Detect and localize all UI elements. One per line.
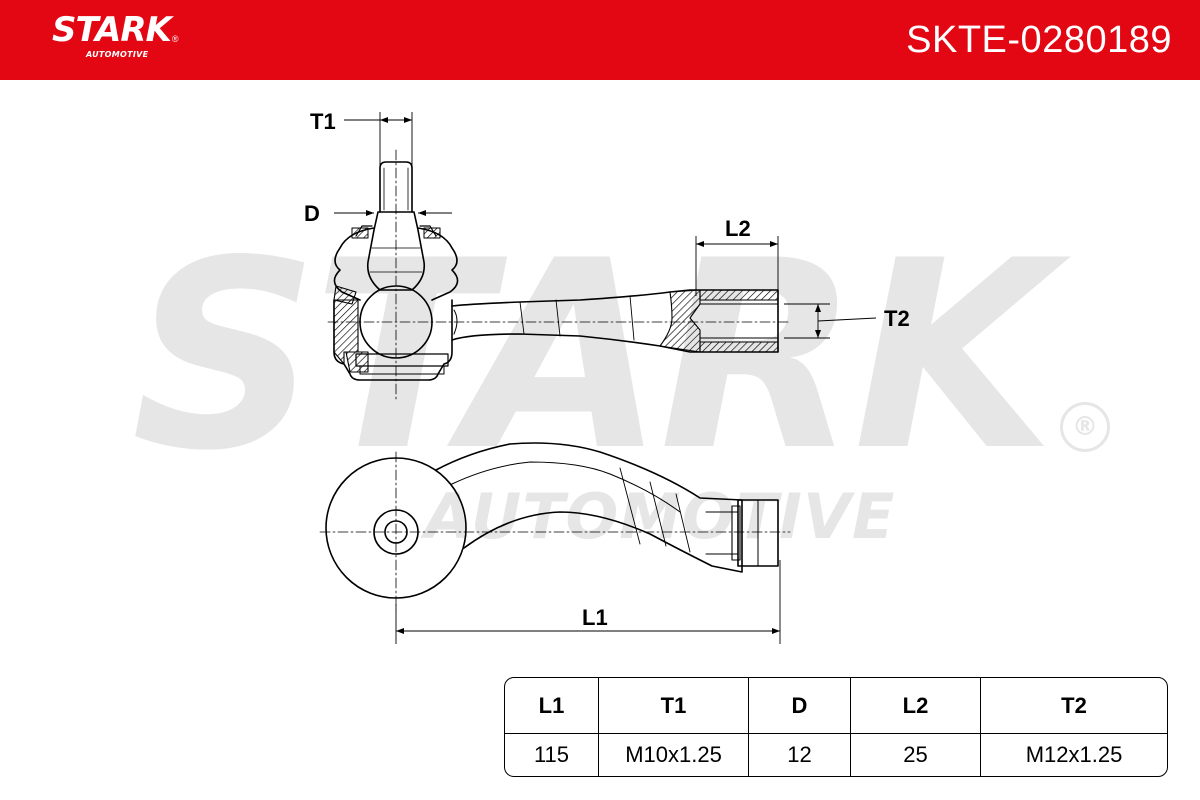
dimension-label-l1: L1: [582, 605, 608, 630]
spec-header-l1: L1: [505, 678, 599, 734]
part-number: SKTE-0280189: [906, 19, 1172, 61]
watermark-registered-mark: ®: [1060, 402, 1110, 452]
watermark: STARK AUTOMOTIVE ®: [110, 206, 1110, 562]
brand-registered-mark: ®: [171, 34, 179, 44]
brand-subtitle: AUTOMOTIVE: [86, 50, 149, 59]
dimension-label-t2: T2: [884, 306, 910, 331]
spec-header-t2: T2: [981, 678, 1167, 734]
spec-header-t1: T1: [599, 678, 749, 734]
dimension-label-d: D: [304, 201, 320, 226]
tie-rod-end-drawing: [319, 112, 877, 644]
header-bar: STARK® AUTOMOTIVE SKTE-0280189: [0, 0, 1200, 80]
spec-value-l2: 25: [851, 734, 981, 776]
spec-table: L1 T1 D L2 T2 115 M10x1.25 12 25 M12x1.2…: [504, 677, 1168, 777]
spec-value-t1: M10x1.25: [599, 734, 749, 776]
side-view: [327, 149, 791, 401]
dimension-label-l2: L2: [725, 216, 751, 241]
spec-value-t2: M12x1.25: [1025, 742, 1123, 767]
spec-value-d: 12: [749, 734, 851, 776]
plan-view: [319, 442, 791, 611]
watermark-text: STARK: [131, 206, 1054, 508]
spec-header-d: D: [749, 678, 851, 734]
dimension-lines: [334, 112, 877, 644]
dimension-label-t1: T1: [310, 109, 336, 134]
brand-name: STARK: [52, 10, 172, 50]
spec-value-l1: 115: [505, 734, 599, 776]
spec-header-l2: L2: [851, 678, 981, 734]
brand-logo: STARK® AUTOMOTIVE: [52, 10, 179, 59]
